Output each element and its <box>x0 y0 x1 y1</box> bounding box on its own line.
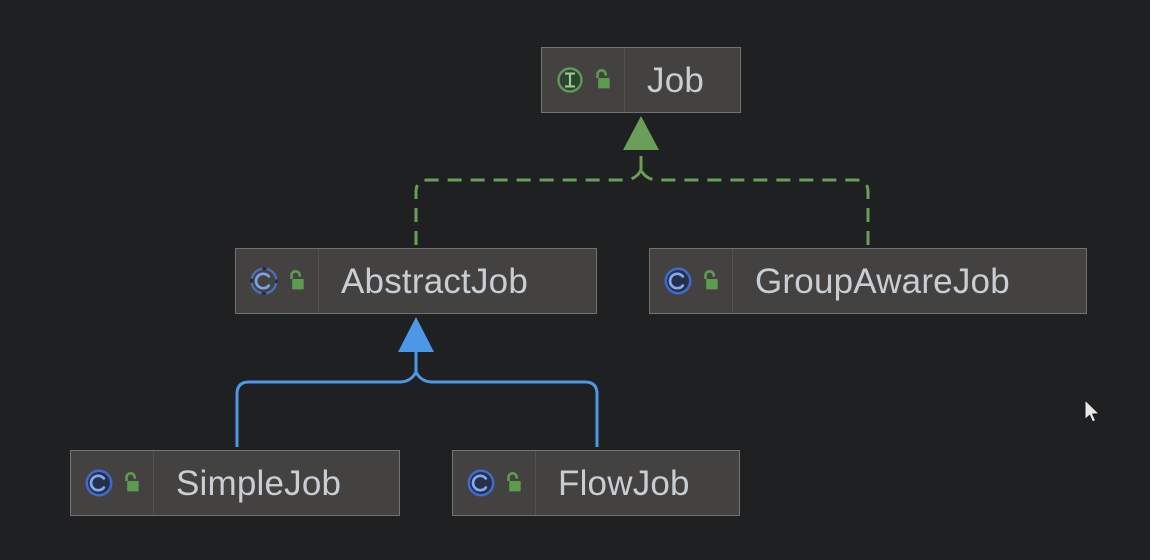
class-icon <box>467 469 495 497</box>
unlock-icon <box>290 270 304 290</box>
realization-line-groupawarejob <box>639 169 870 245</box>
abstract-class-icon <box>250 267 278 295</box>
node-abstract-job[interactable]: AbstractJob <box>235 248 597 314</box>
realization-arrowhead <box>623 116 659 150</box>
unlock-icon <box>596 69 610 89</box>
inheritance-line-flowjob <box>414 371 599 447</box>
inheritance-line-simplejob <box>235 371 418 447</box>
node-flow-job-icons <box>453 451 536 515</box>
interface-icon <box>557 67 583 93</box>
mouse-pointer <box>1084 399 1101 423</box>
class-icon <box>664 267 692 295</box>
node-abstract-job-icons <box>236 249 319 313</box>
node-group-aware-job-icons <box>650 249 733 313</box>
node-job-label: Job <box>647 60 705 100</box>
realization-line-abstractjob <box>414 169 643 245</box>
node-group-aware-job-label: GroupAwareJob <box>755 261 1010 301</box>
node-simple-job[interactable]: SimpleJob <box>70 450 400 516</box>
node-job[interactable]: Job <box>541 47 741 113</box>
node-simple-job-icons <box>71 451 154 515</box>
class-icon <box>85 469 113 497</box>
node-simple-job-label: SimpleJob <box>176 463 342 503</box>
unlock-icon <box>507 472 521 492</box>
node-group-aware-job[interactable]: GroupAwareJob <box>649 248 1087 314</box>
node-flow-job[interactable]: FlowJob <box>452 450 740 516</box>
inheritance-arrowhead <box>398 317 434 352</box>
unlock-icon <box>125 472 139 492</box>
realization-edges <box>414 116 870 245</box>
node-job-icons <box>542 48 625 112</box>
node-abstract-job-label: AbstractJob <box>341 261 529 301</box>
inheritance-edges <box>235 317 599 447</box>
unlock-icon <box>704 270 718 290</box>
node-flow-job-label: FlowJob <box>558 463 690 503</box>
